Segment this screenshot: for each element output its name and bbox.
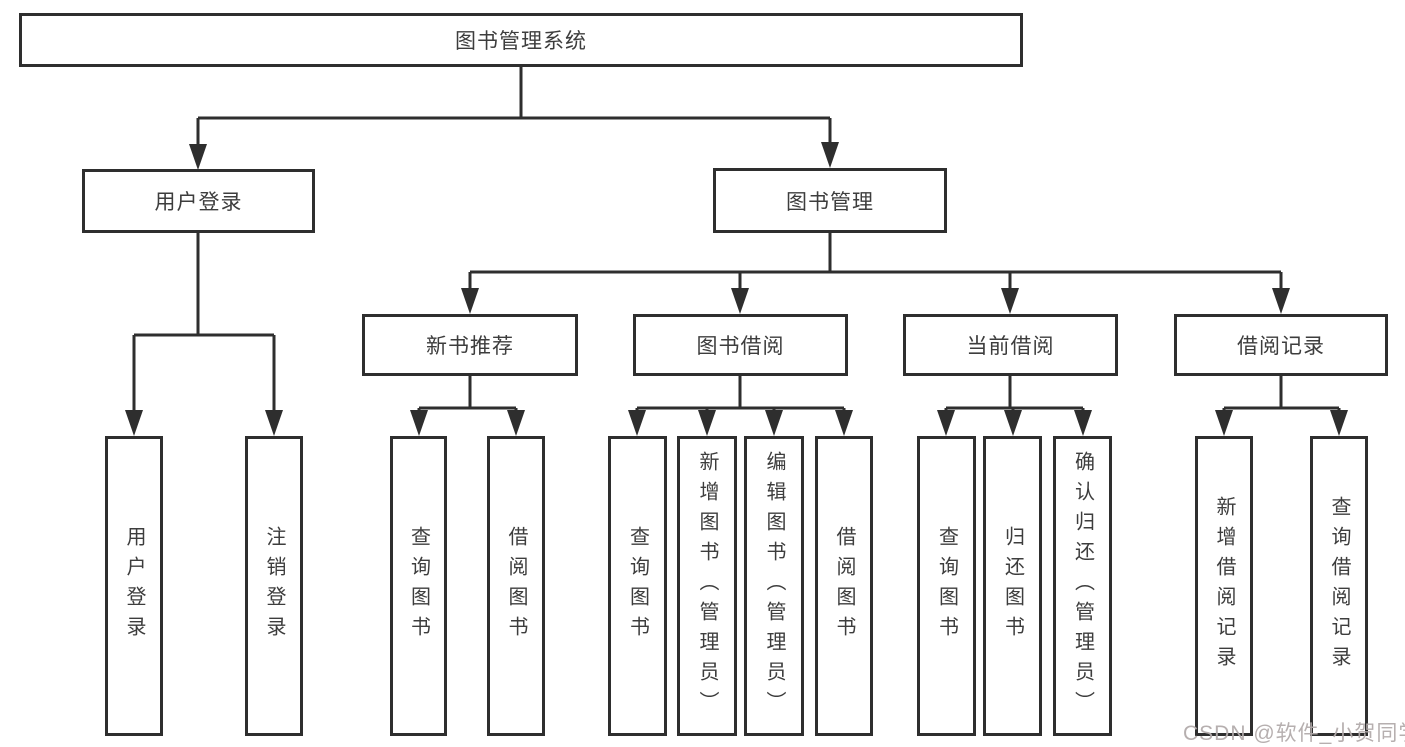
node-new-book-recommend: 新书推荐 bbox=[362, 314, 578, 376]
node-leaf-add-books-admin: 新增图书（管理员） bbox=[677, 436, 737, 736]
arrowheads bbox=[125, 142, 1348, 436]
node-label: 新增图书（管理员） bbox=[696, 451, 718, 721]
node-label: 当前借阅 bbox=[966, 335, 1055, 358]
node-label: 图书管理系统 bbox=[455, 30, 587, 53]
node-label: 查询图书 bbox=[626, 526, 649, 646]
node-book-management: 图书管理 bbox=[713, 168, 947, 233]
node-label: 注销登录 bbox=[263, 526, 285, 646]
node-leaf-user-login: 用户登录 bbox=[105, 436, 163, 736]
node-borrowing-records: 借阅记录 bbox=[1174, 314, 1388, 376]
node-leaf-borrow-books-1: 借阅图书 bbox=[487, 436, 545, 736]
node-label: 查询图书 bbox=[407, 526, 430, 646]
csdn-watermark: CSDN @软件_小贺同学 bbox=[1183, 722, 1405, 745]
node-label: 借阅图书 bbox=[505, 526, 527, 646]
node-label: 图书借阅 bbox=[696, 335, 785, 358]
node-leaf-query-books-2: 查询图书 bbox=[608, 436, 667, 736]
node-leaf-return-books: 归还图书 bbox=[983, 436, 1042, 736]
node-label: 查询借阅记录 bbox=[1328, 496, 1350, 676]
node-label: 归还图书 bbox=[1001, 526, 1024, 646]
node-leaf-confirm-return-admin: 确认归还（管理员） bbox=[1053, 436, 1112, 736]
node-leaf-add-borrow-record: 新增借阅记录 bbox=[1195, 436, 1253, 736]
node-label: 借阅记录 bbox=[1237, 335, 1325, 358]
node-leaf-query-books-3: 查询图书 bbox=[917, 436, 976, 736]
node-label: 图书管理 bbox=[786, 190, 874, 214]
node-current-borrowing: 当前借阅 bbox=[903, 314, 1118, 376]
node-leaf-edit-books-admin: 编辑图书（管理员） bbox=[744, 436, 804, 736]
node-label: 查询图书 bbox=[935, 526, 958, 646]
node-user-login: 用户登录 bbox=[82, 169, 315, 233]
node-label: 借阅图书 bbox=[833, 526, 855, 646]
node-leaf-borrow-books-2: 借阅图书 bbox=[815, 436, 873, 736]
node-leaf-logout: 注销登录 bbox=[245, 436, 303, 736]
node-leaf-query-books-1: 查询图书 bbox=[390, 436, 447, 736]
node-label: 新书推荐 bbox=[426, 335, 514, 358]
node-book-borrowing: 图书借阅 bbox=[633, 314, 848, 376]
node-root: 图书管理系统 bbox=[19, 13, 1023, 67]
node-label: 编辑图书（管理员） bbox=[763, 451, 785, 721]
node-label: 用户登录 bbox=[123, 526, 145, 646]
node-leaf-query-borrow-record: 查询借阅记录 bbox=[1310, 436, 1368, 736]
node-label: 新增借阅记录 bbox=[1213, 496, 1235, 676]
node-label: 用户登录 bbox=[154, 191, 243, 214]
node-label: 确认归还（管理员） bbox=[1071, 451, 1094, 721]
